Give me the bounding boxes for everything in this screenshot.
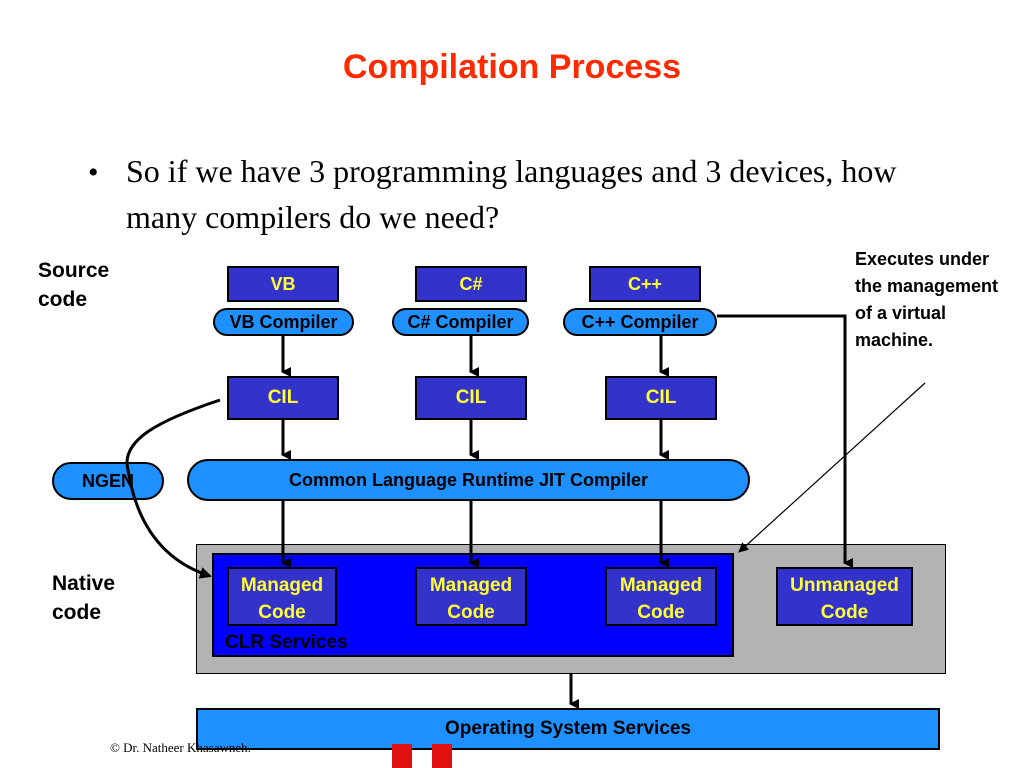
executes-note: Executes under the management of a virtu…	[855, 249, 999, 350]
lang-csharp-box: C#	[415, 266, 527, 302]
bullet-marker: •	[88, 156, 99, 189]
native-code-label: Native code	[52, 572, 116, 624]
managed-code-vb: Managed Code	[227, 567, 337, 626]
os-services-box: Operating System Services	[196, 708, 940, 750]
arrow-ngen-path	[125, 398, 221, 579]
note-pointer-arrow	[738, 382, 926, 553]
slide-title: Compilation Process	[342, 48, 682, 86]
unmanaged-code-box: Unmanaged Code	[776, 567, 913, 626]
managed-code-cpp: Managed Code	[605, 567, 717, 626]
source-code-label: Source code	[38, 259, 110, 311]
copyright-footer: © Dr. Natheer Khasawneh.	[110, 740, 251, 755]
arrow-cpp-compiler-to-unmanaged	[717, 314, 853, 568]
lang-cpp-box: C++	[589, 266, 701, 302]
cil-box-vb: CIL	[227, 376, 339, 420]
cpp-compiler: C++ Compiler	[563, 308, 717, 336]
vb-compiler: VB Compiler	[213, 308, 354, 336]
cil-box-csharp: CIL	[415, 376, 527, 420]
ngen-box: NGEN	[52, 462, 164, 500]
clr-services-label: CLR Services	[225, 632, 348, 653]
footer-logo-mark-left	[392, 744, 412, 768]
cil-box-cpp: CIL	[605, 376, 717, 420]
bullet-text: So if we have 3 programming languages an…	[126, 153, 897, 235]
lang-vb-box: VB	[227, 266, 339, 302]
managed-code-csharp: Managed Code	[415, 567, 527, 626]
footer-logo-mark-right	[432, 744, 452, 768]
csharp-compiler: C# Compiler	[392, 308, 529, 336]
jit-compiler-box: Common Language Runtime JIT Compiler	[187, 459, 750, 501]
